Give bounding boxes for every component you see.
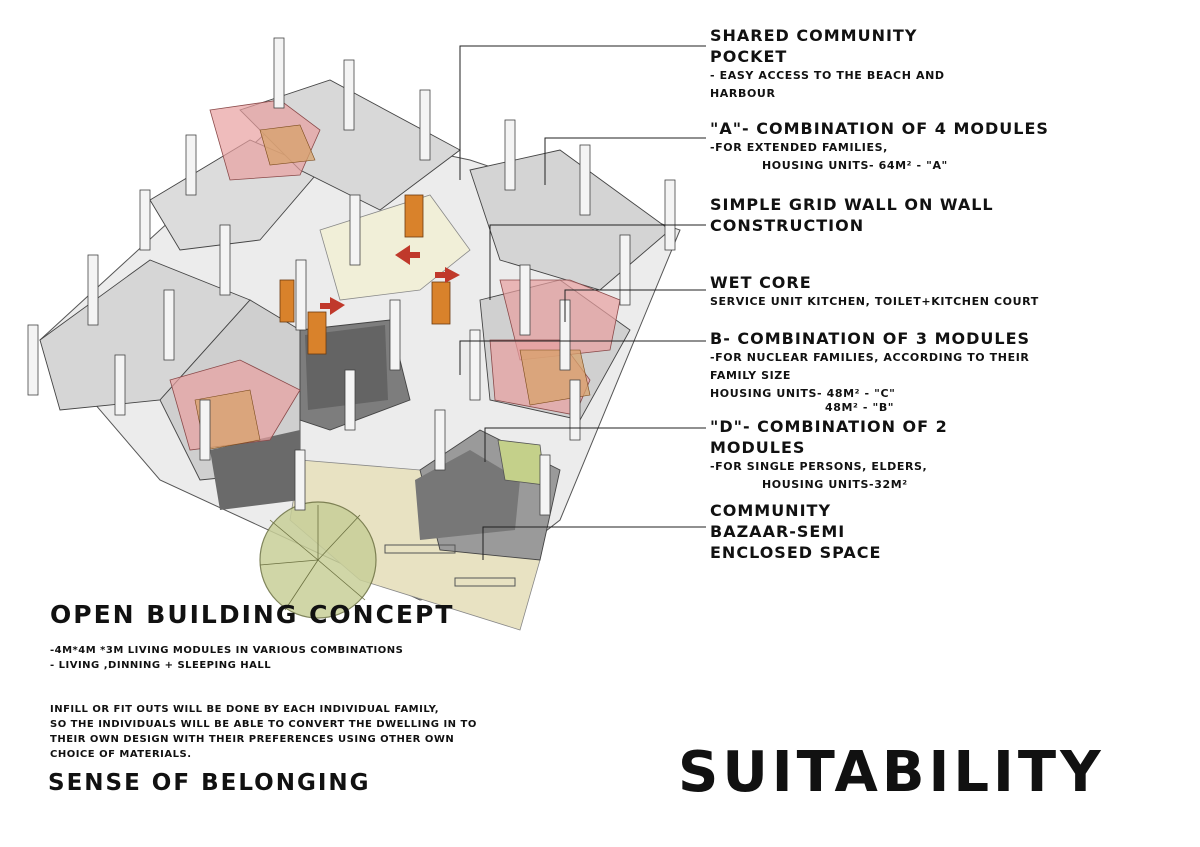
infill-line2: SO THE INDIVIDUALS WILL BE ABLE TO CONVE… [50, 719, 477, 730]
callout-pocket-line2: HARBOUR [710, 87, 776, 100]
infill-line4: CHOICE OF MATERIALS. [50, 749, 192, 760]
open-building-notes: -4M*4M *3M LIVING MODULES IN VARIOUS COM… [50, 643, 403, 673]
column [219, 224, 231, 296]
callout-wet-core: WET CORE SERVICE UNIT KITCHEN, TOILET+KI… [710, 272, 1039, 311]
callout-bazaar-line1: COMMUNITY [710, 501, 832, 520]
arrow-icon [435, 267, 460, 283]
column [344, 369, 356, 431]
callout-combo-a-title: "A"- COMBINATION OF 4 MODULES [710, 119, 1049, 138]
column [539, 454, 551, 516]
leader-line [459, 340, 706, 375]
door [431, 281, 451, 325]
column [114, 354, 126, 416]
headline-suitability: SUITABILITY [678, 740, 1105, 805]
callout-combo-d-line2: MODULES [710, 438, 806, 457]
callout-bazaar-line2: BAZAAR-SEMI [710, 522, 846, 541]
column [185, 134, 197, 196]
column [619, 234, 631, 306]
infill-paragraph: INFILL OR FIT OUTS WILL BE DONE BY EACH … [50, 702, 520, 762]
column [569, 379, 581, 441]
callout-combo-d: "D"- COMBINATION OF 2 MODULES -FOR SINGL… [710, 416, 948, 494]
shadow-block [415, 450, 520, 540]
bench [454, 577, 516, 587]
callout-wet-core-title: WET CORE [710, 273, 812, 292]
callout-grid: SIMPLE GRID WALL ON WALL CONSTRUCTION [710, 194, 994, 236]
callout-combo-b-line2: FAMILY SIZE [710, 369, 792, 382]
callout-combo-b: B- COMBINATION OF 3 MODULES -FOR NUCLEAR… [710, 328, 1030, 417]
callout-grid-line1: SIMPLE GRID WALL ON WALL [710, 195, 994, 214]
leader-line [484, 427, 706, 462]
leader-line [564, 289, 706, 322]
leader-line [482, 526, 706, 560]
callout-combo-a: "A"- COMBINATION OF 4 MODULES -FOR EXTEN… [710, 118, 1049, 175]
open-building-note1: -4M*4M *3M LIVING MODULES IN VARIOUS COM… [50, 645, 404, 656]
column [87, 254, 99, 326]
column [519, 264, 531, 336]
leader-line [489, 224, 706, 300]
door [404, 194, 424, 238]
column [273, 37, 285, 109]
open-building-note2: - LIVING ,DINNING + SLEEPING HALL [50, 660, 272, 671]
column [294, 449, 306, 511]
column [434, 409, 446, 471]
leader-line [459, 45, 706, 180]
column [163, 289, 175, 361]
column [295, 259, 307, 331]
leader-line [544, 137, 706, 185]
callout-grid-line2: CONSTRUCTION [710, 216, 865, 235]
door [307, 311, 327, 355]
arrow-icon [320, 297, 345, 315]
callout-combo-d-line3: -FOR SINGLE PERSONS, ELDERS, [710, 460, 928, 473]
callout-combo-a-line2: HOUSING UNITS- 64M² - "A" [762, 159, 948, 172]
open-building-title: OPEN BUILDING CONCEPT [50, 600, 455, 629]
column [139, 189, 151, 251]
infill-panel [259, 124, 316, 166]
green-panel [497, 439, 546, 486]
column [389, 299, 401, 371]
bench [384, 544, 456, 554]
column [419, 89, 431, 161]
callout-combo-a-line1: -FOR EXTENDED FAMILIES, [710, 141, 888, 154]
column [343, 59, 355, 131]
column [27, 324, 39, 396]
callout-combo-d-line4: HOUSING UNITS-32M² [762, 478, 908, 491]
door [279, 279, 295, 323]
callout-pocket-line1: - EASY ACCESS TO THE BEACH AND [710, 69, 945, 82]
arrow-icon [395, 245, 420, 265]
infill-line3: THEIR OWN DESIGN WITH THEIR PREFERENCES … [50, 734, 455, 745]
callout-combo-b-line1: -FOR NUCLEAR FAMILIES, ACCORDING TO THEI… [710, 351, 1030, 364]
callout-bazaar-line3: ENCLOSED SPACE [710, 543, 882, 562]
callout-bazaar: COMMUNITY BAZAAR-SEMI ENCLOSED SPACE [710, 500, 881, 563]
column [504, 119, 516, 191]
callout-combo-b-title: B- COMBINATION OF 3 MODULES [710, 329, 1031, 348]
column [349, 194, 361, 266]
column [579, 144, 591, 216]
column [664, 179, 676, 251]
callout-combo-b-line4: 48M² - "B" [825, 401, 895, 414]
shadow-block [210, 430, 300, 510]
column [199, 399, 211, 461]
callout-combo-d-line1: "D"- COMBINATION OF 2 [710, 417, 948, 436]
callout-combo-b-line3: HOUSING UNITS- 48M² - "C" [710, 387, 896, 400]
callout-wet-core-line1: SERVICE UNIT KITCHEN, TOILET+KITCHEN COU… [710, 295, 1039, 308]
callout-pocket: SHARED COMMUNITY POCKET - EASY ACCESS TO… [710, 25, 945, 103]
callout-pocket-title: SHARED COMMUNITY POCKET [710, 26, 918, 66]
column [469, 329, 481, 401]
sense-of-belonging: SENSE OF BELONGING [48, 770, 371, 796]
infill-line1: INFILL OR FIT OUTS WILL BE DONE BY EACH … [50, 704, 440, 715]
